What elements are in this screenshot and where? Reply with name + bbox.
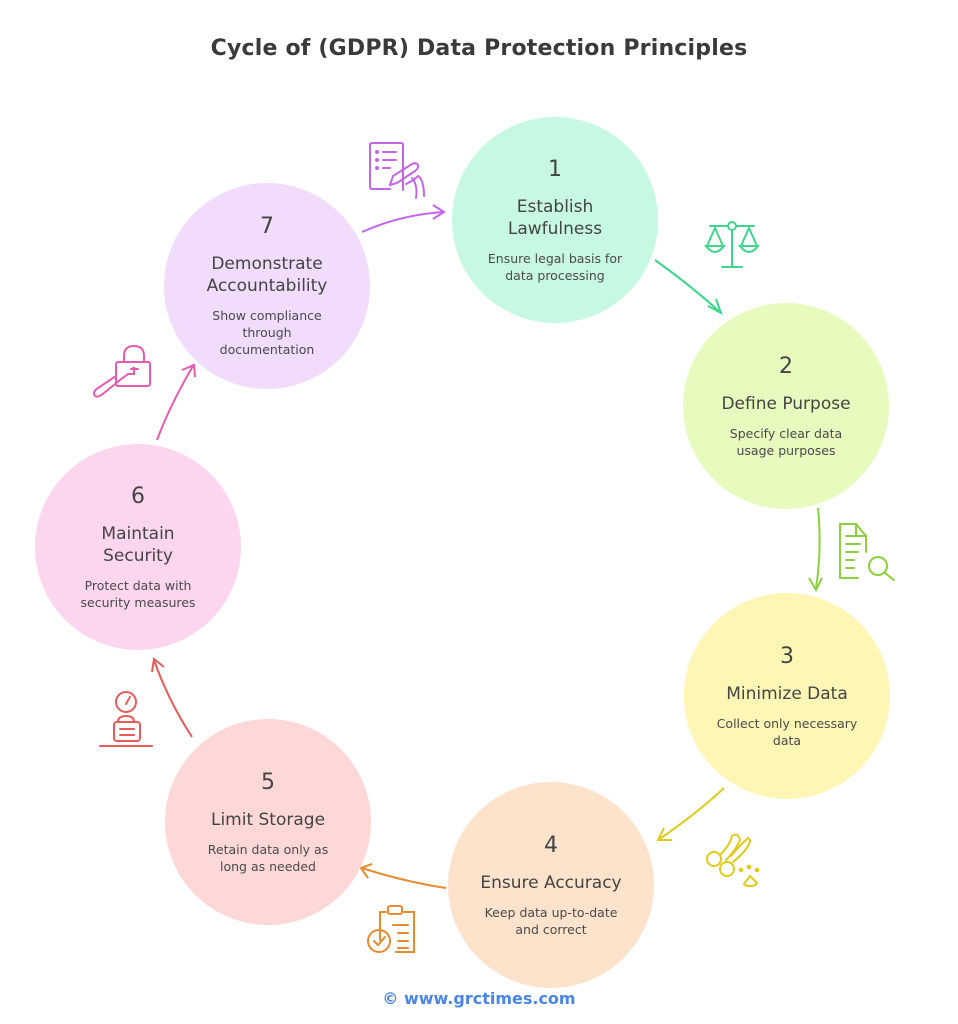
- step-heading: Demonstrate Accountability: [206, 254, 328, 296]
- step-heading: Establish Lawfulness: [507, 196, 603, 239]
- arrow-2-to-3: [815, 507, 821, 589]
- copyright-footer[interactable]: © www.grctimes.com: [382, 989, 576, 1008]
- step-3-minimize-data: 3 Minimize Data Collect only necessary d…: [684, 593, 890, 799]
- step-2-define-purpose: 2 Define Purpose Specify clear data usag…: [683, 303, 889, 509]
- storage-timer-icon: [99, 691, 153, 747]
- step-heading: Minimize Data: [726, 683, 848, 704]
- step-description: Retain data only as long as needed: [207, 841, 329, 874]
- step-number: 7: [260, 214, 274, 239]
- step-4-ensure-accuracy: 4 Ensure Accuracy Keep data up-to-date a…: [448, 782, 654, 988]
- step-heading: Limit Storage: [210, 809, 326, 830]
- arrow-4-to-5: [361, 867, 447, 889]
- arrow-6-to-7: [156, 365, 194, 441]
- lock-key-icon: [93, 344, 151, 398]
- step-description: Specify clear data usage purposes: [729, 425, 843, 458]
- step-description: Show compliance through documentation: [212, 308, 322, 357]
- step-description: Collect only necessary data: [716, 715, 858, 748]
- document-search-icon: [839, 523, 895, 581]
- arrow-1-to-2: [654, 259, 721, 313]
- step-number: 1: [548, 156, 562, 182]
- step-number: 6: [131, 483, 145, 509]
- arrow-7-to-1: [361, 211, 444, 233]
- step-number: 3: [780, 643, 794, 669]
- clipboard-check-icon: [367, 905, 415, 953]
- step-number: 4: [544, 832, 558, 858]
- scissors-icon: [706, 833, 760, 888]
- step-number: 2: [779, 353, 793, 379]
- step-7-demonstrate-accountability: 7 Demonstrate Accountability Show compli…: [164, 183, 370, 389]
- step-heading: Ensure Accuracy: [480, 872, 622, 893]
- step-description: Ensure legal basis for data processing: [487, 250, 623, 283]
- arrow-3-to-4: [657, 787, 725, 841]
- step-6-maintain-security: 6 Maintain Security Protect data with se…: [35, 444, 241, 650]
- step-description: Protect data with security measures: [80, 577, 196, 610]
- step-description: Keep data up-to-date and correct: [484, 904, 618, 937]
- step-number: 5: [261, 769, 275, 795]
- scales-icon: [703, 221, 761, 268]
- step-heading: Define Purpose: [721, 393, 851, 414]
- step-1-establish-lawfulness: 1 Establish Lawfulness Ensure legal basi…: [452, 117, 658, 323]
- step-5-limit-storage: 5 Limit Storage Retain data only as long…: [165, 719, 371, 925]
- diagram-title: Cycle of (GDPR) Data Protection Principl…: [210, 36, 748, 61]
- arrow-5-to-6: [153, 659, 193, 738]
- step-heading: Maintain Security: [101, 523, 175, 566]
- document-sign-icon: [369, 142, 425, 199]
